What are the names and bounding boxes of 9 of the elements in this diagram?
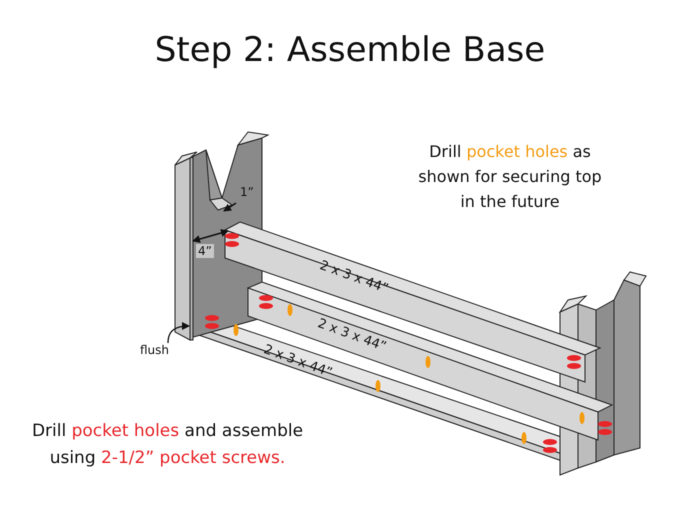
dimension-label: 4” [196,244,214,258]
board-label: 2 x 3 x 44” [318,258,390,297]
instruction-text: Drill pocket holes and assemble using 2-1/2” pocket screws. [30,420,304,470]
title: Step 2: Assemble Base [154,30,546,70]
callout-text: flush [140,343,170,357]
dimension-label: 1” [240,185,254,199]
leg-post [174,152,198,341]
leader-line [167,322,190,344]
note-text: Drill pocket holes as shown for securing top in the future [417,141,603,213]
